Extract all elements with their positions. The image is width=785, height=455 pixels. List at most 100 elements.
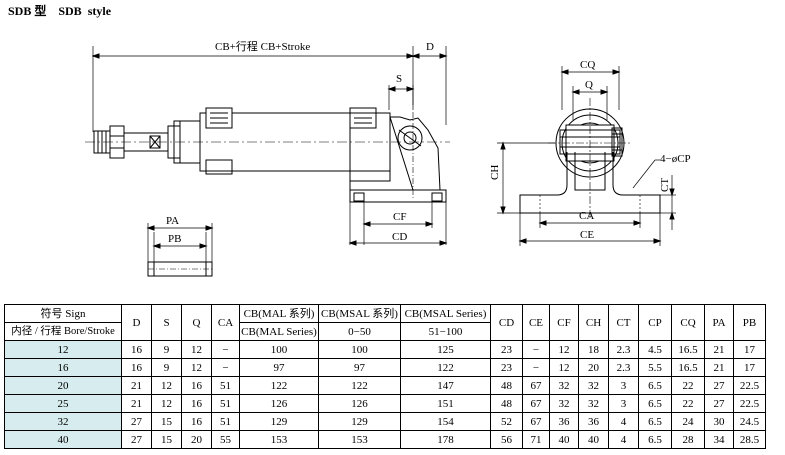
q-label: Q — [585, 79, 593, 91]
value-cell: 32 — [578, 394, 609, 413]
pb-label: PB — [168, 233, 181, 245]
value-cell: 2.3 — [608, 358, 639, 377]
value-cell: 71 — [522, 430, 550, 449]
header-cb-msal-series: CB(MSAL Series) — [400, 304, 491, 323]
value-cell: 16 — [121, 358, 152, 377]
value-cell: 100 — [318, 340, 401, 359]
value-cell: 23 — [490, 340, 523, 359]
value-cell: − — [522, 340, 550, 359]
header-cb-mal-series: CB(MAL Series) — [239, 322, 319, 341]
value-cell: 122 — [318, 376, 401, 395]
value-cell: 3 — [608, 394, 639, 413]
value-cell: 27 — [121, 412, 152, 431]
value-cell: 40 — [578, 430, 609, 449]
value-cell: 27 — [121, 430, 152, 449]
header-cp: CP — [638, 304, 672, 341]
value-cell: 6.5 — [638, 394, 672, 413]
value-cell: 22 — [671, 394, 705, 413]
value-cell: 67 — [522, 412, 550, 431]
value-cell: 12 — [151, 394, 182, 413]
header-cd: CD — [490, 304, 523, 341]
value-cell: 122 — [239, 376, 319, 395]
value-cell: 178 — [400, 430, 491, 449]
value-cell: 153 — [239, 430, 319, 449]
value-cell: 67 — [522, 394, 550, 413]
value-cell: 24 — [671, 412, 705, 431]
value-cell: 6.5 — [638, 412, 672, 431]
header-pa: PA — [704, 304, 734, 341]
header-cf: CF — [549, 304, 579, 341]
value-cell: 48 — [490, 376, 523, 395]
header-ch: CH — [578, 304, 609, 341]
value-cell: 4 — [608, 412, 639, 431]
value-cell: 23 — [490, 358, 523, 377]
page-title: SDB 型 SDB style — [8, 4, 112, 18]
bore-cell: 20 — [4, 376, 122, 395]
value-cell: 97 — [239, 358, 319, 377]
value-cell: 129 — [318, 412, 401, 431]
bore-cell: 25 — [4, 394, 122, 413]
bore-cell: 16 — [4, 358, 122, 377]
value-cell: 51 — [211, 412, 240, 431]
value-cell: 22.5 — [733, 376, 766, 395]
value-cell: 20 — [181, 430, 212, 449]
value-cell: 32 — [549, 394, 579, 413]
value-cell: 12 — [151, 376, 182, 395]
header-sign: 符号 Sign — [4, 304, 122, 323]
cp-label: 4−øCP — [660, 153, 691, 165]
value-cell: 4.5 — [638, 340, 672, 359]
value-cell: 28.5 — [733, 430, 766, 449]
value-cell: 153 — [318, 430, 401, 449]
value-cell: 51 — [211, 376, 240, 395]
value-cell: 21 — [704, 340, 734, 359]
value-cell: 21 — [121, 376, 152, 395]
value-cell: 15 — [151, 412, 182, 431]
value-cell: 129 — [239, 412, 319, 431]
cf-label: CF — [393, 211, 406, 223]
value-cell: 34 — [704, 430, 734, 449]
value-cell: 6.5 — [638, 376, 672, 395]
value-cell: 16 — [181, 394, 212, 413]
value-cell: 9 — [151, 340, 182, 359]
bore-cell: 32 — [4, 412, 122, 431]
value-cell: 125 — [400, 340, 491, 359]
value-cell: 17 — [733, 340, 766, 359]
value-cell: 12 — [549, 340, 579, 359]
cb-stroke-label: CB+行程 CB+Stroke — [215, 40, 310, 53]
header-row-1: 符号 Sign D S Q CA CB(MAL 系列) CB(MSAL 系列) … — [4, 304, 766, 341]
value-cell: 9 — [151, 358, 182, 377]
s-label: S — [396, 73, 402, 85]
value-cell: − — [211, 340, 240, 359]
value-cell: 28 — [671, 430, 705, 449]
value-cell: 32 — [578, 376, 609, 395]
end-view: CQ Q CH 4−øCP — [489, 59, 691, 246]
value-cell: 24.5 — [733, 412, 766, 431]
side-view: CB+行程 CB+Stroke D S — [85, 40, 450, 246]
value-cell: 16 — [121, 340, 152, 359]
ce-label: CE — [580, 229, 594, 241]
spec-table: 符号 Sign D S Q CA CB(MAL 系列) CB(MSAL 系列) … — [4, 304, 766, 449]
ch-label: CH — [489, 165, 501, 180]
value-cell: 2.3 — [608, 340, 639, 359]
value-cell: 16 — [181, 412, 212, 431]
value-cell: 21 — [704, 358, 734, 377]
value-cell: 12 — [549, 358, 579, 377]
value-cell: 27 — [704, 394, 734, 413]
cq-label: CQ — [580, 59, 595, 71]
value-cell: − — [522, 358, 550, 377]
d-label: D — [426, 41, 434, 53]
value-cell: 4 — [608, 430, 639, 449]
value-cell: 3 — [608, 376, 639, 395]
header-bore-stroke: 内径 / 行程 Bore/Stroke — [4, 322, 122, 341]
value-cell: 126 — [318, 394, 401, 413]
header-cb-mal: CB(MAL 系列) — [239, 304, 319, 323]
header-range-51-100: 51−100 — [400, 322, 491, 341]
pa-label: PA — [166, 215, 179, 227]
value-cell: 6.5 — [638, 430, 672, 449]
value-cell: 67 — [522, 376, 550, 395]
